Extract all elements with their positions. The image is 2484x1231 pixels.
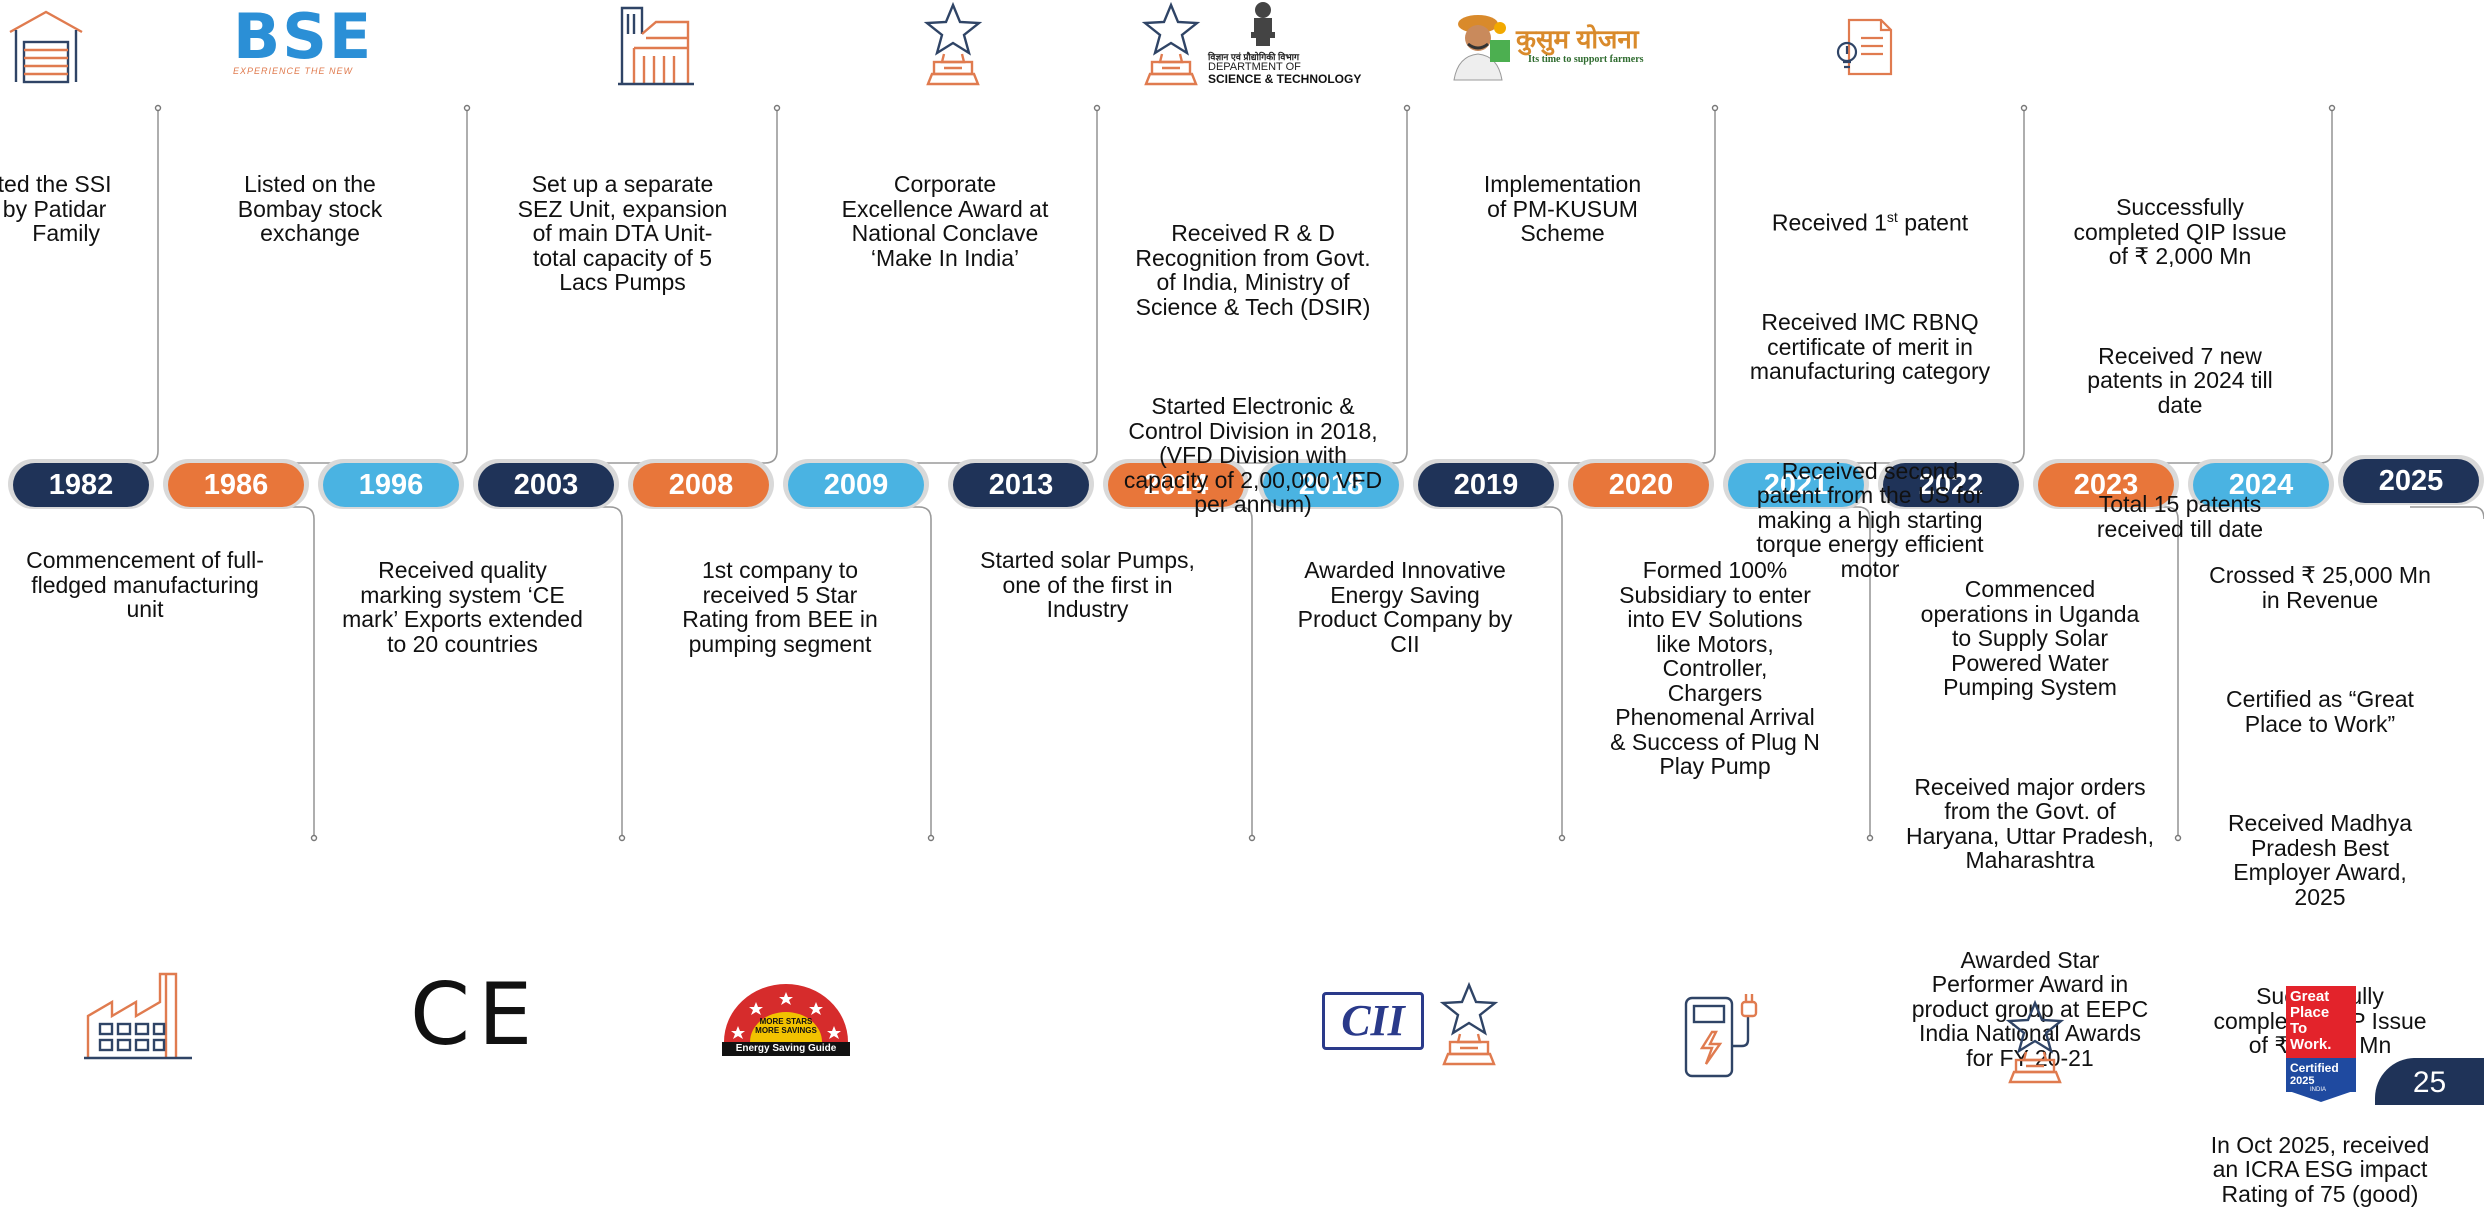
bse-logo: BSE EXPERIENCE THE NEW <box>233 0 383 77</box>
page-number: 25 <box>2375 1058 2484 1105</box>
bee-star-logo: MORE STARS MORE SAVINGS Energy Saving Gu… <box>720 980 852 1056</box>
milestone-2009-top: Corporate Excellence Award at National C… <box>841 171 1049 271</box>
year-pill-2008: 2008 <box>633 463 769 507</box>
bse-logo-text: BSE <box>233 0 374 73</box>
year-pill-2025: 2025 <box>2343 459 2479 503</box>
factory-icon <box>84 972 192 1060</box>
gptw-line2: Place <box>2290 1004 2330 1021</box>
milestone-1982-top: rted the SSI t by Patidar Family <box>0 171 112 246</box>
dst-line1: DEPARTMENT OF <box>1208 61 1301 73</box>
bse-tagline: EXPERIENCE THE NEW <box>233 66 354 76</box>
emblem-icon <box>1251 2 1275 46</box>
year-pill-1996: 1996 <box>323 463 459 507</box>
milestone-2023-new-patents: Received 7 new patents in 2024 till date <box>2087 342 2273 418</box>
year-pill-2013: 2013 <box>953 463 1089 507</box>
milestone-1982-bottom: Commencement of full- fledged manufactur… <box>26 547 264 622</box>
gptw-line5: Certified <box>2290 1061 2339 1075</box>
milestone-2014-rd: Received R & D Recognition from Govt. of… <box>1135 220 1371 320</box>
gptw-line4: Work. <box>2290 1036 2332 1053</box>
year-pill-2014: 2014 <box>1108 463 1244 507</box>
ce-mark-logo: CE <box>410 965 541 1065</box>
milestone-2021-top: Received 1st patent Received IMC RBNQ ce… <box>1725 156 2015 606</box>
milestone-1996-bottom: Received quality marking system ‘CE mark… <box>342 557 583 657</box>
year-pill-2009: 2009 <box>788 463 924 507</box>
dst-logo: विज्ञान एवं प्रौद्योगिकी विभाग DEPARTMEN… <box>1208 0 1383 86</box>
farmer-icon <box>1453 15 1510 81</box>
milestone-2024-mp-award: Received Madhya Pradesh Best Employer Aw… <box>2227 810 2413 910</box>
trophy-icon <box>2005 999 2065 1084</box>
gptw-line3: To <box>2290 1020 2308 1037</box>
great-place-to-work-badge: Great Place To Work. Certified 2025 INDI… <box>2286 986 2356 1102</box>
year-pill-1982: 1982 <box>13 463 149 507</box>
kusum-title: कुसुम योजना <box>1516 24 1639 54</box>
milestone-2023-top: Successfully completed QIP Issue of ₹ 2,… <box>2040 146 2320 566</box>
milestone-2020-bottom: Formed 100% Subsidiary to enter into EV … <box>1610 557 1820 779</box>
milestone-2003-top: Set up a separate SEZ Unit, expansion of… <box>517 171 728 295</box>
year-pill-1986: 1986 <box>168 463 304 507</box>
milestone-2013-bottom: Started solar Pumps, one of the first in… <box>980 547 1195 622</box>
kusum-tagline: Its time to support farmers <box>1528 54 1644 65</box>
gptw-line6: 2025 <box>2290 1075 2315 1087</box>
milestone-2021-patent: Received 1st patent <box>1771 209 1969 236</box>
trophy-icon <box>1141 1 1201 86</box>
gptw-line7: INDIA <box>2310 1087 2327 1093</box>
milestone-2024-gptw: Certified as “Great Place to Work” <box>2226 686 2414 737</box>
year-pill-2003: 2003 <box>478 463 614 507</box>
gptw-line1: Great <box>2290 988 2330 1005</box>
year-pill-2021: 2021 <box>1728 463 1864 507</box>
year-pill-2018: 2018 <box>1263 463 1399 507</box>
milestone-2021-us-patent: Received second patent from the US for m… <box>1756 457 1984 582</box>
milestone-2022-bottom: Commenced operations in Uganda to Supply… <box>1880 528 2180 1095</box>
ev-charger-icon <box>1684 994 1758 1078</box>
milestone-2008-bottom: 1st company to received 5 Star Rating fr… <box>682 557 878 657</box>
trophy-icon <box>1439 981 1499 1066</box>
year-pill-2024: 2024 <box>2193 463 2329 507</box>
cii-text: CII <box>1341 996 1405 1045</box>
milestone-1986-top: Listed on the Bombay stock exchange <box>237 171 383 246</box>
building-icon <box>618 6 694 86</box>
milestone-2023-qip: Successfully completed QIP Issue of ₹ 2,… <box>2073 194 2287 269</box>
milestone-2024-bottom: Crossed ₹ 25,000 Mn in Revenue Certified… <box>2185 514 2455 1231</box>
milestone-2022-uganda: Commenced operations in Uganda to Supply… <box>1920 576 2140 700</box>
cii-logo: CII <box>1322 992 1424 1050</box>
year-pill-2020: 2020 <box>1573 463 1709 507</box>
dst-line2: SCIENCE & TECHNOLOGY <box>1208 72 1362 86</box>
bee-line2: MORE SAVINGS <box>755 1026 817 1035</box>
star-rating-icon <box>722 984 850 1056</box>
dst-hindi: विज्ञान एवं प्रौद्योगिकी विभाग <box>1208 52 1300 62</box>
milestone-2018-bottom: Awarded Innovative Energy Saving Product… <box>1297 557 1513 657</box>
milestone-2021-rbnq: Received IMC RBNQ certificate of merit i… <box>1749 309 1991 385</box>
garage-icon <box>9 10 83 84</box>
kusum-logo: कुसुम योजना Its time to support farmers <box>1450 6 1670 86</box>
year-pill-2023: 2023 <box>2038 463 2174 507</box>
milestone-2023-total-patents: Total 15 patents received till date <box>2096 491 2264 542</box>
trophy-icon <box>923 1 983 86</box>
milestone-2014-vfd: Started Electronic & Control Division in… <box>1123 393 1383 517</box>
milestone-2022-orders: Received major orders from the Govt. of … <box>1905 773 2154 873</box>
bee-line1: MORE STARS <box>759 1017 813 1026</box>
milestone-2022-eepc: Awarded Star Performer Award in product … <box>1911 946 2149 1071</box>
milestone-2019-top: Implementation of PM-KUSUM Scheme <box>1483 171 1642 246</box>
year-pill-2019: 2019 <box>1418 463 1554 507</box>
bee-line3: Energy Saving Guide <box>735 1043 837 1054</box>
milestone-2014-top: Received R & D Recognition from Govt. of… <box>1108 172 1398 541</box>
year-pill-2022: 2022 <box>1883 463 2019 507</box>
milestone-2024-icra: In Oct 2025, received an ICRA ESG impact… <box>2210 1131 2430 1207</box>
milestone-2024-revenue: Crossed ₹ 25,000 Mn in Revenue <box>2209 562 2431 613</box>
patent-icon <box>1836 18 1893 76</box>
